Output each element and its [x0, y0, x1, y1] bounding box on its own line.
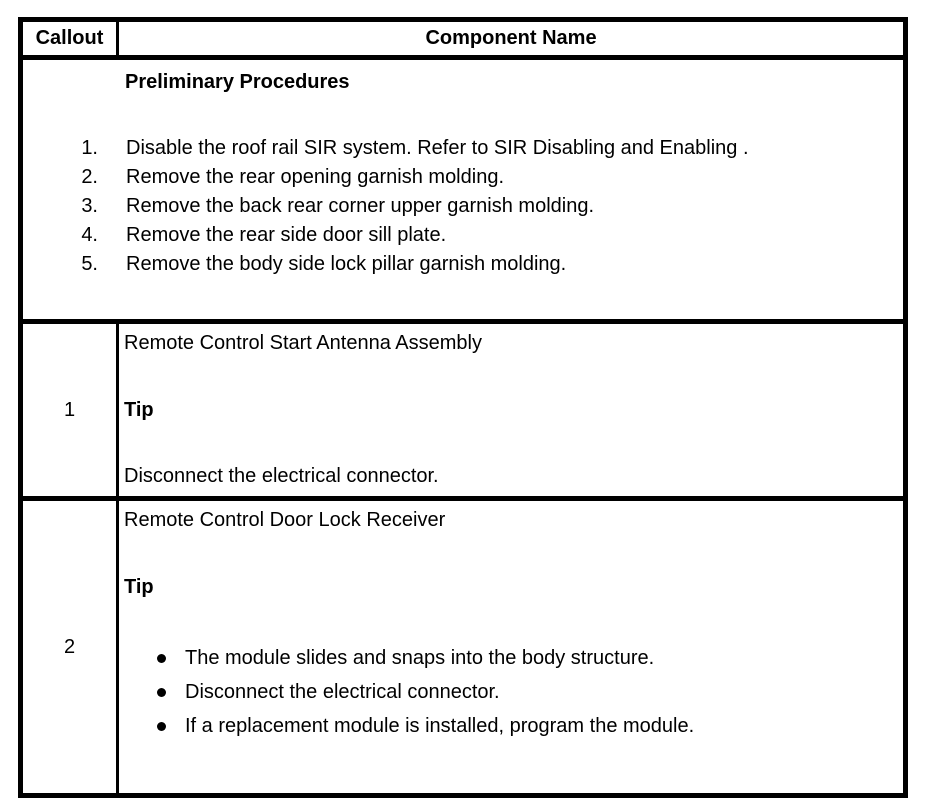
- step-number: 1.: [81, 137, 98, 159]
- step-text: Remove the rear side door sill plate.: [126, 224, 447, 246]
- callout-number: 1: [19, 319, 119, 501]
- tip-bullet-list: The module slides and snaps into the bod…: [124, 647, 898, 738]
- list-item: 1. Disable the roof rail SIR system. Ref…: [23, 134, 898, 163]
- component-content: Remote Control Door Lock Receiver Tip Th…: [124, 509, 898, 787]
- list-item: 3. Remove the back rear corner upper gar…: [23, 192, 898, 221]
- preliminary-steps-list: 1. Disable the roof rail SIR system. Ref…: [23, 134, 898, 279]
- list-item: 2. Remove the rear opening garnish moldi…: [23, 163, 898, 192]
- header-callout: Callout: [19, 18, 119, 60]
- table-row-callout-1: 1 Remote Control Start Antenna Assembly …: [19, 319, 907, 501]
- preliminary-procedures-title: Preliminary Procedures: [125, 71, 350, 93]
- component-name: Remote Control Door Lock Receiver: [124, 509, 446, 531]
- step-number: 2.: [81, 166, 98, 188]
- step-text: Disable the roof rail SIR system. Refer …: [126, 137, 749, 159]
- tip-label: Tip: [124, 399, 154, 421]
- preliminary-procedures-cell: Preliminary Procedures 1. Disable the ro…: [19, 55, 907, 324]
- step-text: Remove the body side lock pillar garnish…: [126, 253, 567, 275]
- list-item: 5. Remove the body side lock pillar garn…: [23, 250, 898, 279]
- table-row-callout-2: 2 Remote Control Door Lock Receiver Tip …: [19, 496, 907, 798]
- step-number: 3.: [81, 195, 98, 217]
- preliminary-procedures-row: Preliminary Procedures 1. Disable the ro…: [19, 55, 907, 324]
- step-number: 5.: [81, 253, 98, 275]
- component-name: Remote Control Start Antenna Assembly: [124, 332, 482, 354]
- bullet-text: If a replacement module is installed, pr…: [185, 715, 695, 737]
- header-row: Callout Component Name: [19, 18, 907, 60]
- tip-text: Disconnect the electrical connector.: [124, 465, 439, 487]
- bullet-text: The module slides and snaps into the bod…: [185, 647, 655, 669]
- preliminary-procedures-content: Preliminary Procedures 1. Disable the ro…: [23, 71, 898, 319]
- component-content: Remote Control Start Antenna Assembly Ti…: [124, 332, 898, 490]
- step-text: Remove the rear opening garnish molding.: [126, 166, 504, 188]
- list-item: The module slides and snaps into the bod…: [157, 647, 898, 670]
- bullet-text: Disconnect the electrical connector.: [185, 681, 500, 703]
- step-number: 4.: [81, 224, 98, 246]
- callout-number: 2: [19, 496, 119, 798]
- step-text: Remove the back rear corner upper garnis…: [126, 195, 595, 217]
- list-item: Disconnect the electrical connector.: [157, 681, 898, 704]
- list-item: 4. Remove the rear side door sill plate.: [23, 221, 898, 250]
- bullet-icon: [157, 654, 166, 663]
- list-item: If a replacement module is installed, pr…: [157, 715, 898, 738]
- header-component-name: Component Name: [116, 18, 907, 60]
- bullet-icon: [157, 688, 166, 697]
- component-cell: Remote Control Start Antenna Assembly Ti…: [116, 319, 907, 501]
- tip-label: Tip: [124, 576, 154, 598]
- bullet-icon: [157, 722, 166, 731]
- component-cell: Remote Control Door Lock Receiver Tip Th…: [116, 496, 907, 798]
- component-table: Callout Component Name Preliminary Proce…: [18, 17, 908, 798]
